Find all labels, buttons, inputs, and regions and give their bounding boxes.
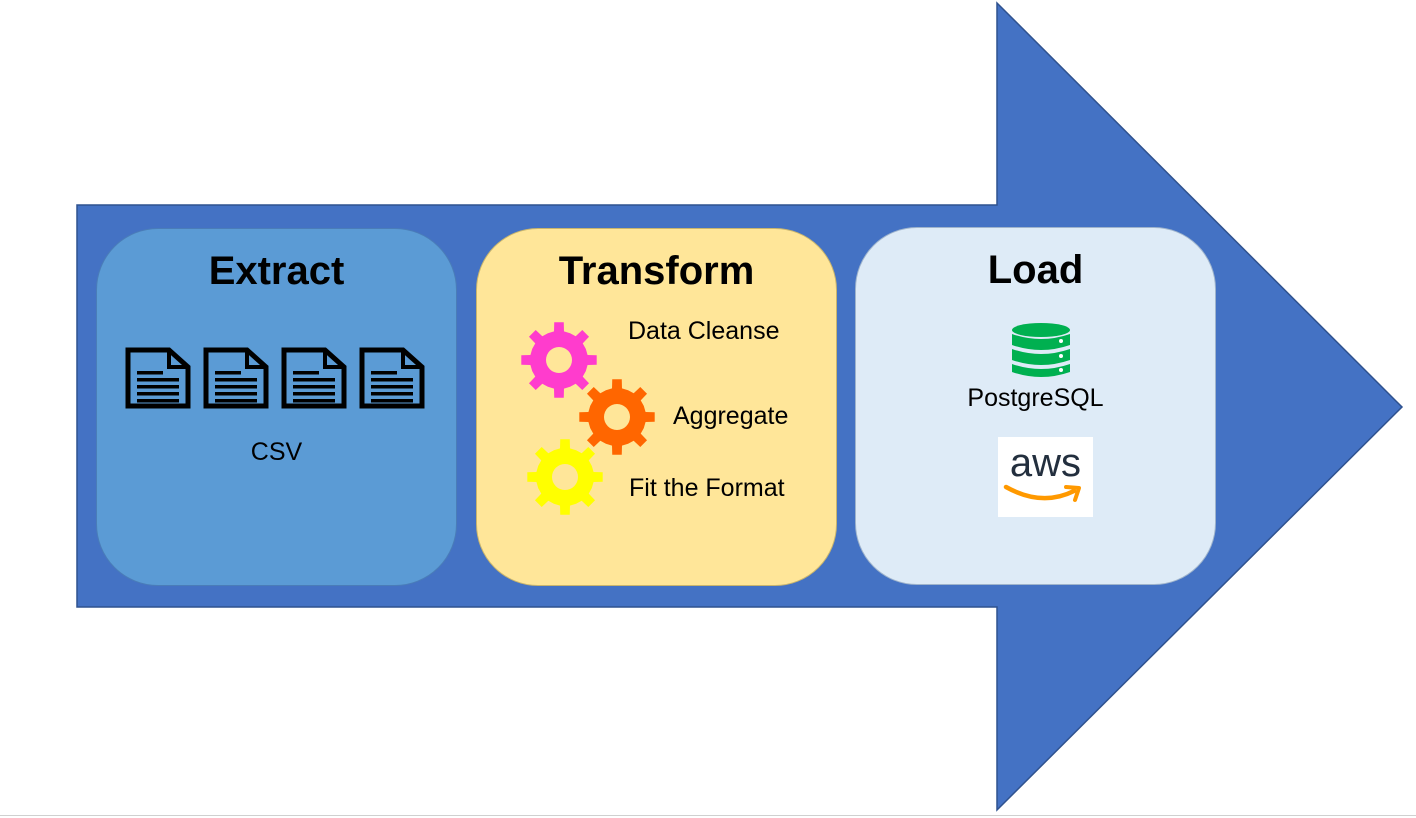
aws-smile-icon xyxy=(1003,484,1081,502)
database-label: PostgreSQL xyxy=(967,384,1104,412)
gear-icon xyxy=(579,379,655,455)
transform-panel: Transform Data Cleanse Aggregate Fit the… xyxy=(476,228,837,586)
step-fit-the-format: Fit the Format xyxy=(629,474,785,502)
extract-panel: Extract CSV xyxy=(96,228,457,586)
file-icon xyxy=(281,347,347,409)
file-icon xyxy=(359,347,425,409)
step-aggregate: Aggregate xyxy=(673,402,789,430)
file-icon xyxy=(203,347,269,409)
aws-logo-text: aws xyxy=(1009,441,1082,485)
load-title: Load xyxy=(987,248,1084,292)
gear-icon xyxy=(527,439,603,515)
load-panel: Load PostgreSQL aws xyxy=(855,227,1216,585)
step-data-cleanse: Data Cleanse xyxy=(628,317,780,345)
file-icon xyxy=(125,347,191,409)
gear-icon xyxy=(521,322,597,398)
database-icon xyxy=(1012,323,1070,377)
aws-logo: aws xyxy=(998,437,1093,517)
transform-title: Transform xyxy=(558,249,755,293)
extract-title: Extract xyxy=(208,249,345,293)
extract-caption: CSV xyxy=(250,438,303,466)
bottom-divider xyxy=(0,815,1416,816)
